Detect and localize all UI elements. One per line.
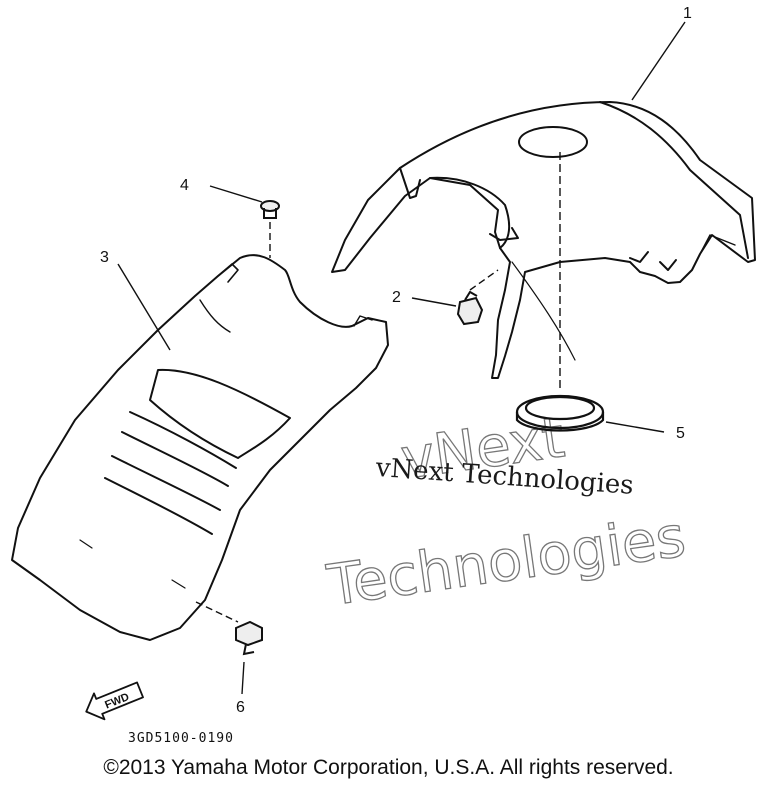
- part-code: 3GD5100-0190: [128, 731, 234, 746]
- callout-4: 4: [180, 177, 189, 194]
- watermark-technologies: Technologies: [323, 504, 689, 619]
- watermark-outline: vNext Technologies: [322, 405, 690, 620]
- callout-1: 1: [683, 5, 692, 22]
- part-grommet: [515, 394, 605, 432]
- part-tank-cover: [331, 101, 756, 379]
- fwd-arrow-icon: FWD: [85, 681, 144, 721]
- leader-lines: [117, 21, 686, 695]
- part-nut: [456, 290, 484, 326]
- part-screw-bottom: [235, 620, 263, 656]
- part-bolt-top: [260, 200, 280, 219]
- copyright-notice: ©2013 Yamaha Motor Corporation, U.S.A. A…: [103, 756, 674, 779]
- callout-5: 5: [676, 425, 685, 442]
- callout-2: 2: [392, 289, 401, 306]
- callout-3: 3: [100, 249, 109, 266]
- callout-6: 6: [236, 699, 245, 716]
- part-seat-cover: [11, 254, 389, 641]
